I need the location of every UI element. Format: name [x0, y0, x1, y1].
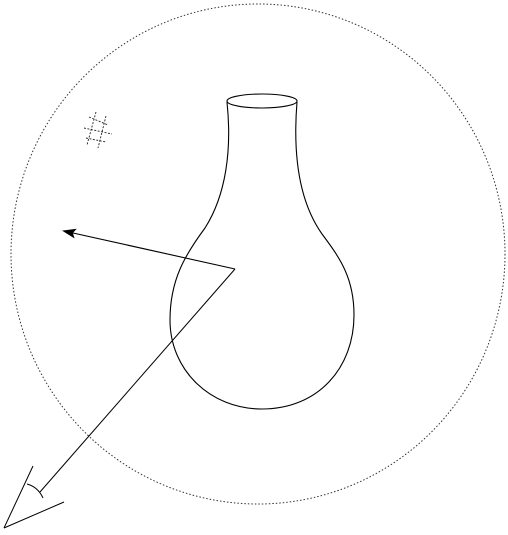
grid-marker [84, 112, 112, 148]
view-sphere-boundary [11, 4, 505, 504]
light-arrow [64, 231, 235, 269]
vase-body [170, 102, 354, 409]
view-direction-line [40, 269, 235, 492]
vase [170, 94, 354, 409]
vase-rim [227, 94, 297, 108]
